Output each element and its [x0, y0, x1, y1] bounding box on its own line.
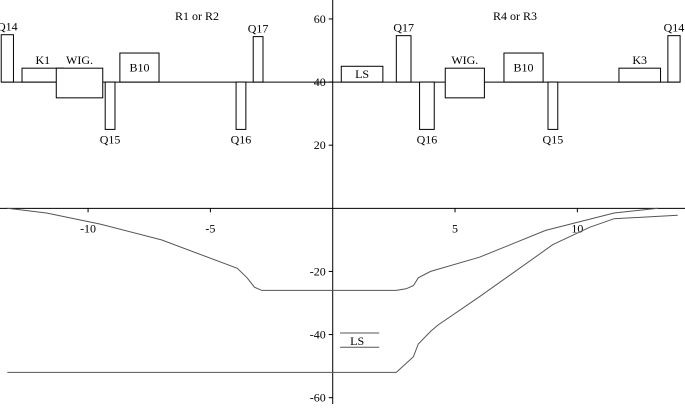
- element-box: [618, 67, 662, 83]
- element-box: [419, 81, 435, 130]
- y-tick-label: 60: [314, 12, 326, 26]
- element-box: [252, 36, 264, 83]
- left-section-title: R1 or R2: [175, 9, 219, 23]
- element-label: WIG.: [66, 53, 93, 67]
- element-box: [340, 65, 384, 83]
- element-label: K3: [632, 53, 647, 67]
- element-box: [0, 34, 14, 83]
- curve-series: [7, 207, 659, 291]
- element-label: Q17: [393, 21, 414, 35]
- curve-series: [7, 214, 678, 373]
- y-tick-label: 20: [314, 138, 326, 152]
- element-box: [119, 52, 160, 83]
- x-tick-label: -5: [205, 221, 215, 235]
- x-tick-label: -10: [80, 221, 96, 235]
- element-box: [547, 81, 559, 130]
- element-box: [395, 35, 412, 83]
- element-label: LS: [355, 67, 369, 81]
- curve-annotation: LS: [350, 334, 364, 348]
- element-label: Q14: [0, 20, 18, 34]
- element-label: Q17: [248, 22, 269, 36]
- y-tick-label: -60: [310, 391, 326, 404]
- element-box: [503, 52, 544, 83]
- element-label: Q14: [664, 21, 685, 35]
- element-box: [235, 81, 247, 130]
- element-box: [667, 35, 681, 83]
- y-tick-label: -20: [310, 264, 326, 278]
- element-label: Q16: [231, 132, 252, 146]
- element-label: WIG.: [451, 53, 478, 67]
- element-label: Q16: [417, 132, 438, 146]
- element-box: [444, 67, 485, 99]
- element-box: [104, 81, 116, 130]
- y-tick-label: 40: [314, 75, 326, 89]
- element-label: B10: [129, 61, 149, 75]
- element-label: Q15: [100, 132, 121, 146]
- element-box: [55, 67, 104, 99]
- element-label: B10: [514, 61, 534, 75]
- element-label: Q15: [543, 132, 564, 146]
- right-section-title: R4 or R3: [493, 9, 537, 23]
- x-tick-label: 5: [452, 221, 458, 235]
- element-label: K1: [35, 53, 50, 67]
- y-tick-label: -40: [310, 328, 326, 342]
